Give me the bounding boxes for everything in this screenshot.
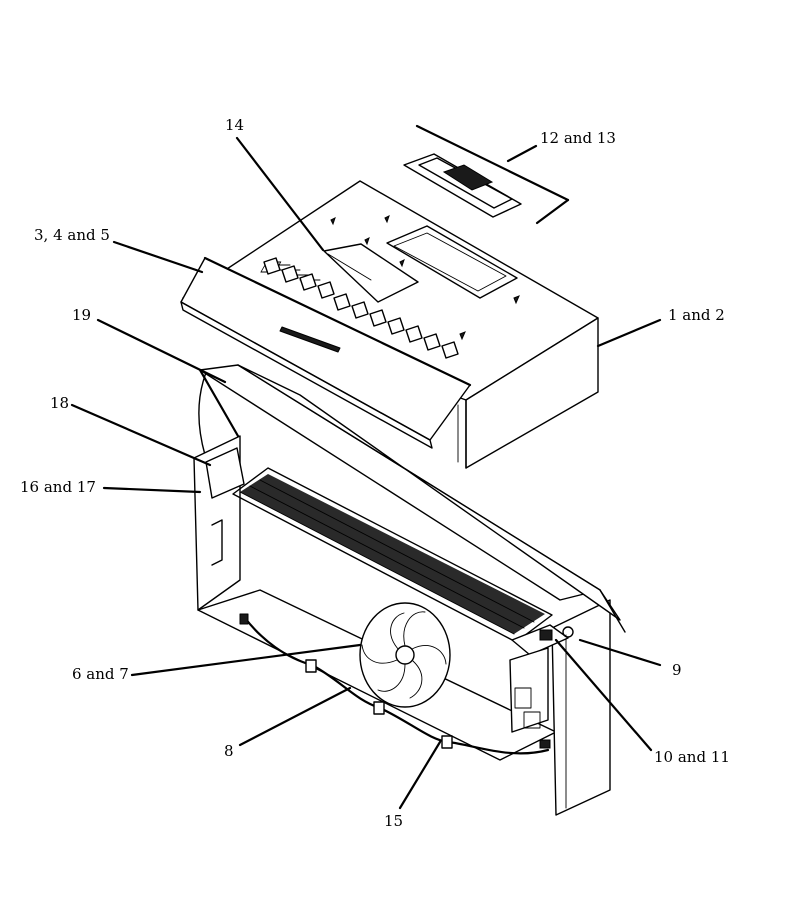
leader-lines (70, 136, 662, 810)
callout-18: 18 (50, 394, 69, 412)
callout-14: 14 (225, 116, 244, 134)
hood-housing (182, 180, 599, 469)
callout-16-and-17: 16 and 17 (20, 478, 96, 496)
callout-9: 9 (672, 661, 682, 679)
callout-19: 19 (72, 306, 91, 324)
callout-3-4-and-5: 3, 4 and 5 (34, 226, 110, 244)
grease-filter-mesh (232, 467, 553, 643)
filter-kit (403, 124, 570, 225)
callout-8: 8 (224, 742, 234, 760)
callout-labels: 14 12 and 13 3, 4 and 5 1 and 2 19 18 16… (20, 116, 730, 830)
control-box (509, 624, 574, 749)
front-panel (180, 256, 472, 449)
callout-12-and-13: 12 and 13 (540, 129, 616, 147)
callout-10-and-11: 10 and 11 (654, 748, 730, 766)
callout-1-and-2: 1 and 2 (668, 306, 725, 324)
callout-15: 15 (384, 812, 403, 830)
lower-chassis (193, 364, 626, 816)
blower-fan (359, 602, 451, 708)
callout-6-and-7: 6 and 7 (72, 665, 129, 683)
front-grill-squares (263, 257, 459, 359)
